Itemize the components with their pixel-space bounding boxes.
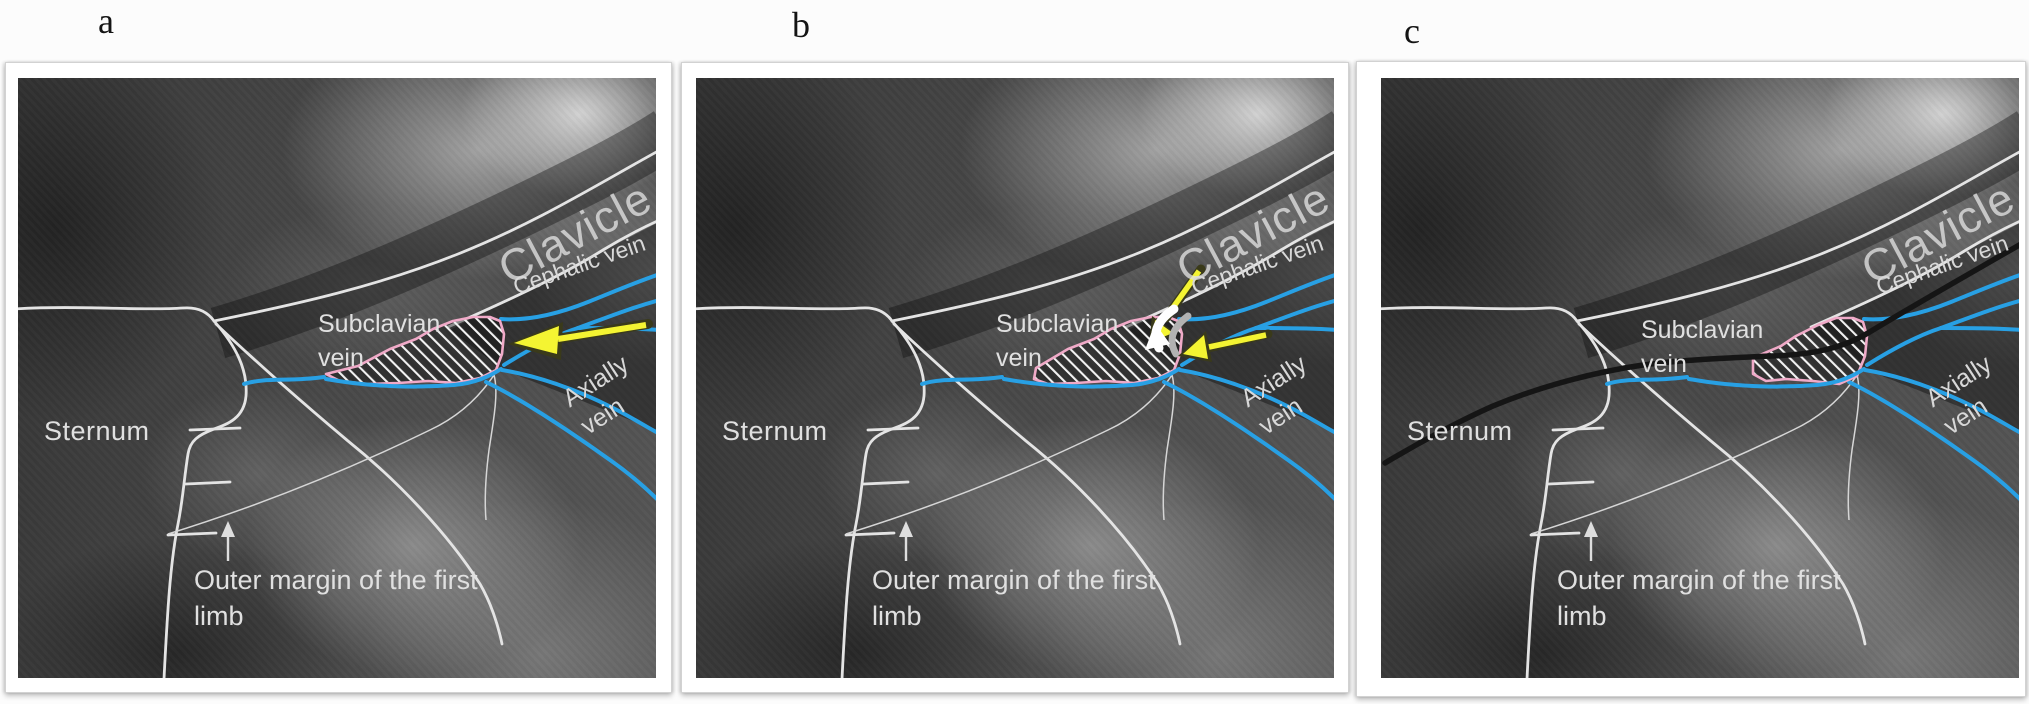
vein-under-hatch: [1687, 367, 1866, 389]
panel-b-xray-image: Sternum Clavicle Subclavian vein Cephali…: [696, 78, 1334, 678]
panel-c-anatomy-overlay: [1381, 111, 2019, 678]
guidewire-line: [1382, 241, 2019, 466]
yellow-arrow: [508, 319, 653, 360]
panel-b-frame: Sternum Clavicle Subclavian vein Cephali…: [681, 62, 1349, 693]
axillary-vein-line: [500, 368, 656, 435]
vein-under-hatch: [324, 367, 503, 389]
white-curved-arrow: [1145, 304, 1192, 358]
infraclavicular-shadow: [1128, 223, 1334, 431]
bone-outlines: [18, 150, 656, 678]
outer-margin-label: Outer margin of the first limb: [194, 565, 478, 632]
subclavian-vein-line: [1605, 375, 1689, 386]
subclavian-vein-label: Subclavian vein: [1641, 316, 1764, 378]
clavicle-shadow-band: [210, 111, 656, 358]
bone-outlines: [696, 150, 1334, 678]
axillary-vein-line: [1178, 368, 1334, 435]
cephalic-vein-line: [499, 273, 656, 322]
vein-lines: [242, 273, 656, 501]
yellow-arrow-left: [1178, 329, 1273, 362]
clavicle-shadow-band: [1573, 111, 2019, 358]
outer-margin-label: Outer margin of the first limb: [872, 565, 1156, 632]
clavicle-shadow-band: [888, 111, 1334, 358]
subclavian-vein-line: [242, 375, 326, 386]
bone-outlines: [1381, 150, 2019, 678]
outer-margin-pointer-arrow: [1584, 521, 1598, 561]
axillary-vein-line: [1863, 368, 2019, 435]
outer-margin-label: Outer margin of the first limb: [1557, 565, 1841, 632]
outer-margin-line: [1530, 373, 1860, 535]
subclavian-vein-label: Subclavian vein: [318, 310, 441, 372]
panel-c-frame: Sternum Clavicle Subclavian vein Cephali…: [1356, 61, 2026, 697]
panel-a-xray-image: Sternum Clavicle Subclavian vein Cephali…: [18, 78, 656, 678]
panel-b-anatomy-overlay: [696, 111, 1334, 678]
sternum-label: Sternum: [722, 416, 828, 446]
outer-margin-line: [167, 373, 497, 535]
target-region-hatch: [324, 315, 506, 386]
panel-letter-b: b: [792, 5, 810, 45]
outer-margin-pointer-arrow: [899, 521, 913, 561]
panel-c-xray-image: Sternum Clavicle Subclavian vein Cephali…: [1381, 78, 2019, 678]
cephalic-vein-line: [1177, 273, 1334, 322]
panel-letter-a: a: [98, 1, 114, 41]
target-region-hatch: [1032, 315, 1184, 386]
sternum-label: Sternum: [1407, 416, 1513, 446]
vein-lines: [920, 273, 1334, 501]
sternum-label: Sternum: [44, 416, 150, 446]
subclavian-vein-line: [920, 375, 1004, 386]
panel-a-anatomy-overlay: [18, 111, 656, 678]
outer-margin-line: [845, 373, 1175, 535]
vein-under-hatch: [1002, 367, 1181, 389]
outer-margin-pointer-arrow: [221, 521, 235, 561]
panel-letter-c: c: [1404, 11, 1420, 51]
panel-a-frame: Sternum Clavicle Subclavian vein Cephali…: [5, 62, 672, 693]
subclavian-vein-label: Subclavian vein: [996, 310, 1119, 372]
